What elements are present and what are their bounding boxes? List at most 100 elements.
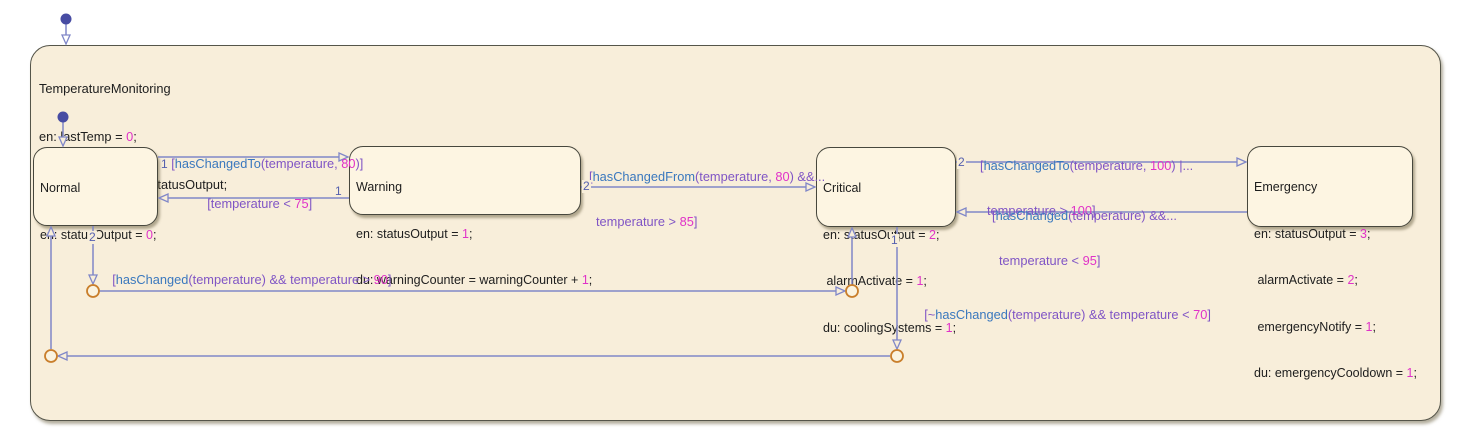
- state-title: Emergency: [1254, 180, 1406, 196]
- arrowhead-left-icon: [157, 192, 169, 204]
- label-segment: hasChangedTo: [983, 158, 1070, 173]
- text-segment: ;: [152, 227, 157, 242]
- text-segment: du: warningCounter = warningCounter +: [356, 273, 582, 287]
- state-entry-action: en: statusOutput = 1;: [356, 227, 574, 243]
- label-line: temperature > 85]: [596, 214, 825, 229]
- arrowhead-left-icon: [955, 206, 967, 218]
- transition-order-badge: 2: [957, 155, 966, 169]
- text-segment: en: lastTemp =: [39, 129, 127, 144]
- label-segment: ) |...: [1171, 158, 1194, 173]
- state-title: Warning: [356, 180, 574, 196]
- text-segment: 2: [928, 227, 936, 242]
- label-segment: hasChangedTo: [174, 156, 261, 171]
- state-title: Critical: [823, 181, 949, 197]
- label-segment: 100: [1070, 203, 1092, 218]
- text-segment: ;: [952, 320, 957, 335]
- state-entry-action: alarmActivate = 2;: [1254, 273, 1406, 289]
- label-segment: temperature <: [999, 253, 1083, 268]
- label-segment: [~: [924, 307, 936, 322]
- text-segment: 1: [945, 320, 953, 335]
- label-segment: (temperature,: [260, 156, 342, 171]
- label-segment: (temperature,: [1069, 158, 1151, 173]
- label-segment: hasChanged: [115, 272, 189, 287]
- label-segment: temperature >: [987, 203, 1071, 218]
- label-line: [hasChangedTo(temperature, 100) |...: [980, 158, 1193, 173]
- text-segment: Emergency: [1254, 180, 1318, 194]
- arrowhead-right-icon: [1236, 156, 1248, 168]
- text-segment: ;: [588, 273, 593, 287]
- label-segment: 95: [1082, 253, 1097, 268]
- label-segment: (temperature) &&...: [1068, 208, 1177, 223]
- state-during-action: du: warningCounter = warningCounter + 1;: [356, 273, 592, 289]
- label-segment: [: [992, 208, 996, 223]
- state-title: TemperatureMonitoring: [39, 81, 227, 97]
- label-segment: (temperature) && temperature <: [1007, 307, 1194, 322]
- text-segment: TemperatureMonitoring: [39, 81, 171, 96]
- text-segment: 0: [126, 129, 134, 144]
- text-segment: alarmActivate =: [1254, 273, 1348, 287]
- label-segment: ]: [308, 196, 313, 211]
- label-segment: (temperature,: [695, 169, 776, 184]
- text-segment: ;: [1413, 366, 1417, 380]
- arrowhead-up-icon: [846, 226, 858, 238]
- arrowhead-up-icon: [45, 225, 57, 237]
- label-segment: hasChangedFrom: [592, 169, 695, 184]
- label-segment: 85: [679, 214, 694, 229]
- label-segment: 70: [1193, 307, 1208, 322]
- state-warning[interactable]: Warning en: statusOutput = 1; du: warnin…: [349, 146, 592, 287]
- default-transition-dot-icon[interactable]: [57, 111, 69, 123]
- label-segment: [: [171, 156, 175, 171]
- label-segment: 80: [341, 156, 356, 171]
- state-during-action: du: coolingSystems = 1;: [823, 320, 956, 337]
- junction-icon[interactable]: [890, 349, 904, 363]
- text-segment: ;: [1366, 226, 1371, 241]
- arrowhead-down-icon: [60, 34, 72, 46]
- text-segment: en: statusOutput =: [1254, 226, 1360, 241]
- transition-order-badge: 2: [582, 179, 591, 193]
- state-emergency[interactable]: Emergency en: statusOutput = 3; alarmAct…: [1247, 146, 1417, 380]
- text-segment: 2: [1347, 273, 1355, 287]
- label-segment: ) &&...: [789, 169, 826, 184]
- label-segment: hasChanged: [995, 208, 1069, 223]
- label-line: [hasChanged(temperature) &&...: [992, 208, 1177, 223]
- label-line: temperature > 100]: [987, 203, 1193, 218]
- label-segment: [temperature <: [207, 196, 295, 211]
- text-segment: du: coolingSystems =: [823, 320, 946, 335]
- label-segment: ]: [693, 214, 698, 229]
- text-segment: ;: [1372, 319, 1376, 334]
- label-segment: ]: [387, 272, 392, 287]
- label-segment: ]: [1096, 253, 1101, 268]
- state-entry-action: en: statusOutput = 3;: [1254, 227, 1406, 243]
- transition-label-emergency-to-critical[interactable]: [hasChanged(temperature) &&... temperatu…: [992, 178, 1177, 298]
- label-line: [hasChangedFrom(temperature, 80) &&...: [589, 169, 825, 184]
- transition-label-warning-to-normal[interactable]: [temperature < 75]: [193, 181, 312, 226]
- text-segment: ;: [468, 226, 473, 241]
- arrowhead-right-icon: [805, 181, 817, 193]
- transition-label-critical-to-normal[interactable]: [~hasChanged(temperature) && temperature…: [910, 292, 1211, 337]
- arrowhead-down-icon: [57, 136, 69, 148]
- text-segment: 1: [461, 226, 469, 241]
- arrowhead-left-icon: [56, 350, 68, 362]
- junction-icon[interactable]: [44, 349, 58, 363]
- transition-label-normal-to-warning[interactable]: [hasChangedTo(temperature, 80)]: [157, 141, 363, 186]
- transition-label-normal-to-critical[interactable]: [hasChanged(temperature) && temperature …: [98, 257, 391, 302]
- label-segment: ]: [1207, 307, 1211, 322]
- transition-label-warning-to-critical[interactable]: [hasChangedFrom(temperature, 80) &&... t…: [589, 139, 825, 259]
- label-segment: 90: [373, 272, 388, 287]
- arrowhead-right-icon: [338, 151, 350, 163]
- text-segment: ;: [1354, 273, 1358, 287]
- transition-label-critical-to-emergency[interactable]: [hasChangedTo(temperature, 100) |... tem…: [980, 128, 1193, 248]
- junction-icon[interactable]: [845, 284, 859, 298]
- transition-order-badge: 1: [890, 233, 899, 247]
- text-segment: du: emergencyCooldown =: [1254, 366, 1407, 380]
- text-segment: alarmActivate =: [823, 274, 917, 288]
- default-transition-dot-icon[interactable]: [60, 13, 72, 25]
- junction-icon[interactable]: [86, 284, 100, 298]
- text-segment: 0: [145, 227, 153, 242]
- text-segment: ;: [935, 227, 940, 242]
- state-entry-action: emergencyNotify = 1;: [1254, 320, 1406, 336]
- label-segment: [: [112, 272, 116, 287]
- label-segment: hasChanged: [935, 307, 1008, 322]
- label-segment: )]: [355, 156, 364, 171]
